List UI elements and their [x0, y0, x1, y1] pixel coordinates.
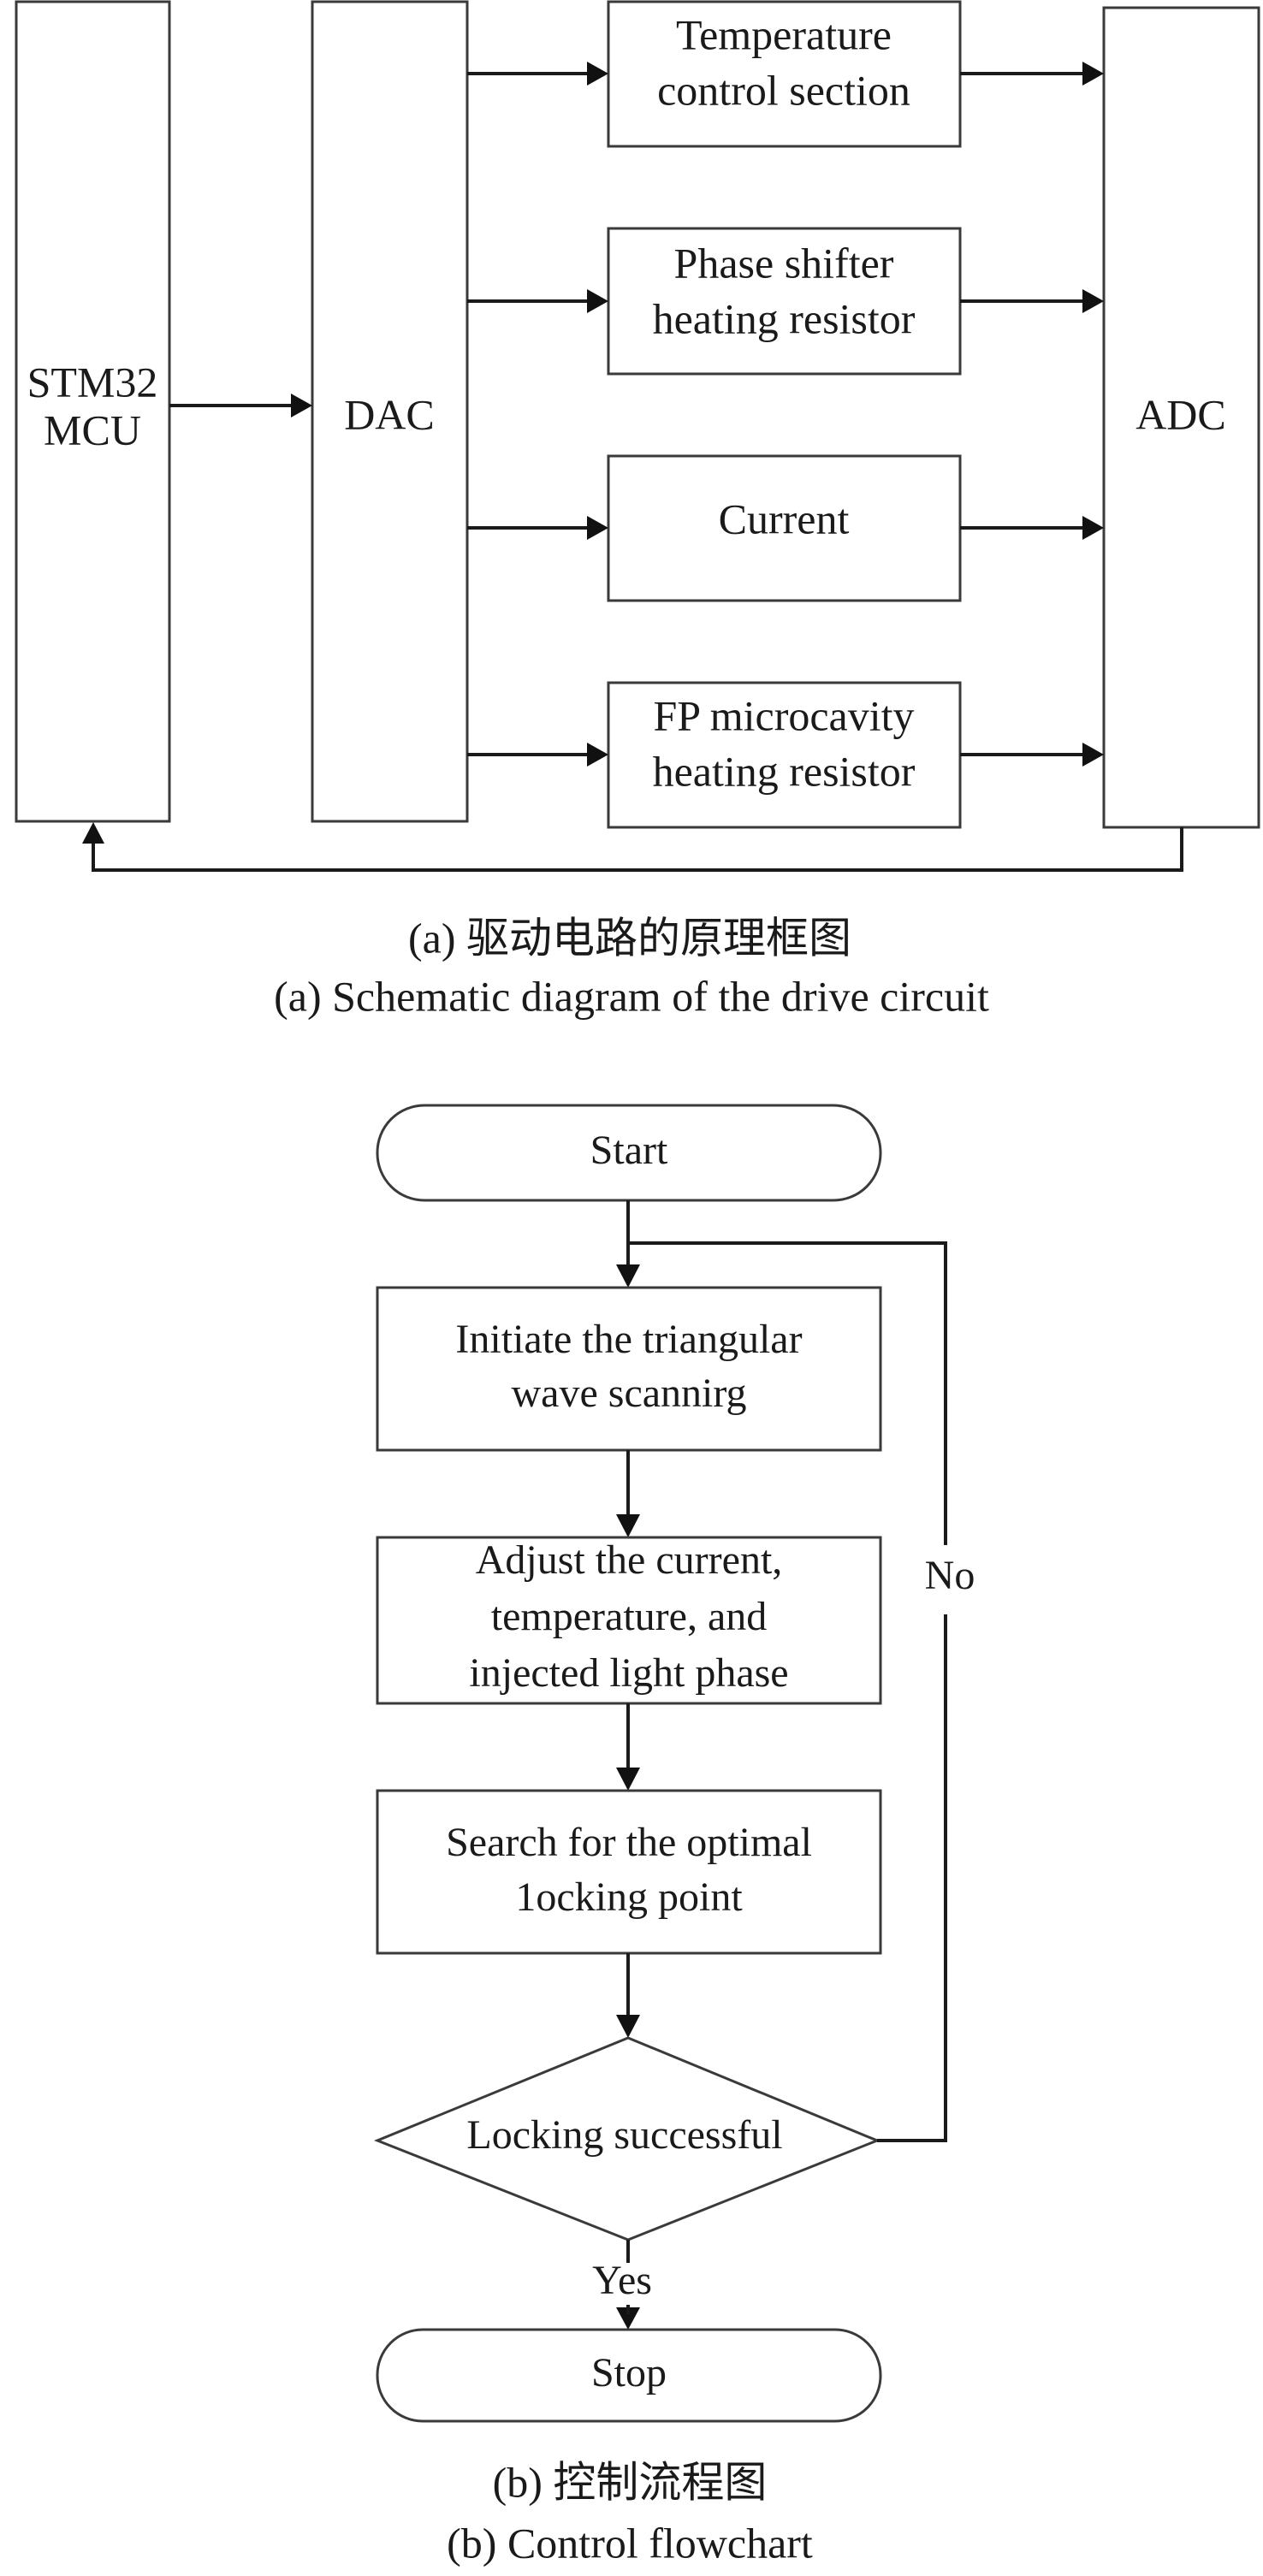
no-label: No	[925, 1553, 975, 1598]
adc-block	[1102, 6, 1260, 829]
step2-label-line3: injected light phase	[469, 1650, 788, 1696]
fp-microcavity-label-line1: FP microcavity	[653, 691, 914, 739]
arrow-temperature-to-adc	[960, 62, 1104, 86]
temperature-label-line1: Temperature	[676, 10, 892, 58]
arrow-dac-to-fp-microcavity	[467, 743, 608, 767]
step-search-locking-point	[376, 1789, 882, 1955]
arrow-dac-to-current	[467, 516, 608, 540]
phase-shifter-block	[607, 227, 962, 376]
arrow-step3-to-decision	[616, 1953, 640, 2038]
block-diagram: STM32 MCU DAC ADC Temperature control se…	[15, 0, 1260, 1020]
start-label: Start	[590, 1128, 668, 1173]
caption-a-chinese: (a) 驱动电路的原理框图	[408, 914, 851, 962]
dac-label: DAC	[344, 390, 435, 438]
fp-microcavity-block	[607, 681, 962, 829]
no-branch-loop	[628, 1241, 947, 2142]
step2-label-line2: temperature, and	[491, 1594, 768, 1639]
phase-shifter-label-line2: heating resistor	[653, 294, 916, 342]
arrow-step1-to-step2	[616, 1450, 640, 1537]
stop-terminal	[376, 2328, 882, 2423]
temperature-control-block	[607, 0, 962, 148]
mcu-block	[15, 0, 171, 823]
arrow-start-to-step1	[616, 1200, 640, 1288]
step3-label-line1: Search for the optimal	[446, 1820, 812, 1865]
arrow-fp-microcavity-to-adc	[960, 743, 1104, 767]
phase-shifter-label-line1: Phase shifter	[674, 239, 894, 287]
step1-label-line2: wave scannirg	[511, 1371, 746, 1416]
step2-label-line1: Adjust the current,	[476, 1537, 783, 1583]
control-flowchart: Start Initiate the triangular wave scann…	[373, 1104, 975, 2567]
yes-label: Yes	[592, 2258, 652, 2303]
step1-label-line1: Initiate the triangular	[455, 1317, 802, 1362]
step-initiate-scanning	[376, 1286, 882, 1452]
caption-b-chinese: (b) 控制流程图	[493, 2458, 768, 2506]
arrow-adc-feedback-to-mcu	[82, 822, 1183, 872]
adc-label: ADC	[1136, 390, 1226, 438]
arrow-phase-shifter-to-adc	[960, 289, 1104, 313]
arrow-mcu-to-dac	[169, 394, 312, 417]
caption-b-english: (b) Control flowchart	[447, 2519, 813, 2567]
current-block	[607, 454, 962, 602]
stop-label: Stop	[591, 2350, 667, 2395]
decision-label: Locking successful	[466, 2112, 782, 2158]
temperature-label-line2: control section	[657, 66, 910, 114]
fp-microcavity-label-line2: heating resistor	[653, 747, 916, 795]
arrow-step2-to-step3	[616, 1703, 640, 1791]
arrow-dac-to-phase-shifter	[467, 289, 608, 313]
yes-branch-arrow	[616, 2240, 640, 2330]
arrow-current-to-adc	[960, 516, 1104, 540]
step-adjust-parameters	[376, 1536, 882, 1705]
current-label: Current	[719, 494, 850, 542]
arrow-dac-to-temperature	[467, 62, 608, 86]
step3-label-line2: 1ocking point	[515, 1874, 743, 1920]
caption-a-english: (a) Schematic diagram of the drive circu…	[274, 972, 989, 1020]
mcu-label-line2: MCU	[44, 406, 141, 453]
dac-block	[311, 0, 469, 823]
mcu-label-line1: STM32	[27, 358, 158, 406]
